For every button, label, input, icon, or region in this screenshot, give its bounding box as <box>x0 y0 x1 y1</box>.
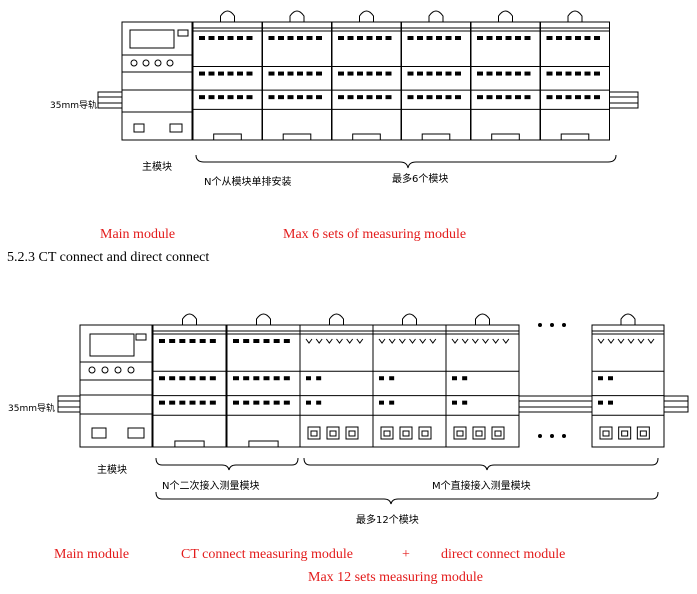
slave-module-top-5 <box>470 10 541 141</box>
rail-label-bottom: 35mm导轨 <box>8 404 55 414</box>
ellipsis-dots-upper <box>538 323 566 327</box>
direct-module-3 <box>299 313 374 448</box>
brace-ct-bottom <box>155 457 299 471</box>
rail-label-top: 35mm导轨 <box>50 101 97 111</box>
caption-main-top: Main module <box>100 227 176 242</box>
brace-max-bottom <box>155 491 659 505</box>
slave-modules-top <box>192 10 610 141</box>
main-module-label-top: 主模块 <box>142 162 172 173</box>
caption-max-top: Max 6 sets of measuring module <box>283 227 467 242</box>
caption-plus-bottom: + <box>402 547 410 562</box>
ellipsis-dots-lower <box>538 434 566 438</box>
brace-max-label: 最多12个模块 <box>356 515 419 526</box>
measuring-modules-bottom <box>152 313 665 448</box>
caption-direct-bottom: direct connect module <box>441 547 566 562</box>
brace-top <box>195 154 617 169</box>
main-module-top <box>121 21 193 141</box>
caption-max-bottom: Max 12 sets measuring module <box>308 570 483 585</box>
direct-module-last <box>591 313 665 448</box>
section-heading: 5.2.3 CT connect and direct connect <box>7 250 210 265</box>
brace-direct-bottom <box>303 457 659 471</box>
max-label-top: 最多6个模块 <box>392 174 449 185</box>
slave-module-top-6 <box>540 10 610 141</box>
brace-label-top: N个从模块单排安装 <box>204 177 292 188</box>
brace-direct-label: M个直接接入测量模块 <box>432 481 531 492</box>
slave-module-top-1 <box>192 10 263 141</box>
main-module-label-bottom: 主模块 <box>97 465 127 476</box>
direct-module-5 <box>445 313 520 448</box>
ct-module-1 <box>152 313 227 448</box>
caption-ct-bottom: CT connect measuring module <box>181 547 353 562</box>
slave-module-top-3 <box>331 10 402 141</box>
main-module-bottom <box>79 324 153 448</box>
brace-ct-label: N个二次接入测量模块 <box>162 481 260 492</box>
direct-module-4 <box>372 313 447 448</box>
ct-module-2 <box>226 313 301 448</box>
caption-main-bottom: Main module <box>54 547 130 562</box>
slave-module-top-2 <box>262 10 332 141</box>
slave-module-top-4 <box>401 10 471 141</box>
top-module-diagram <box>97 10 639 169</box>
din-rail-bottom <box>57 395 689 413</box>
